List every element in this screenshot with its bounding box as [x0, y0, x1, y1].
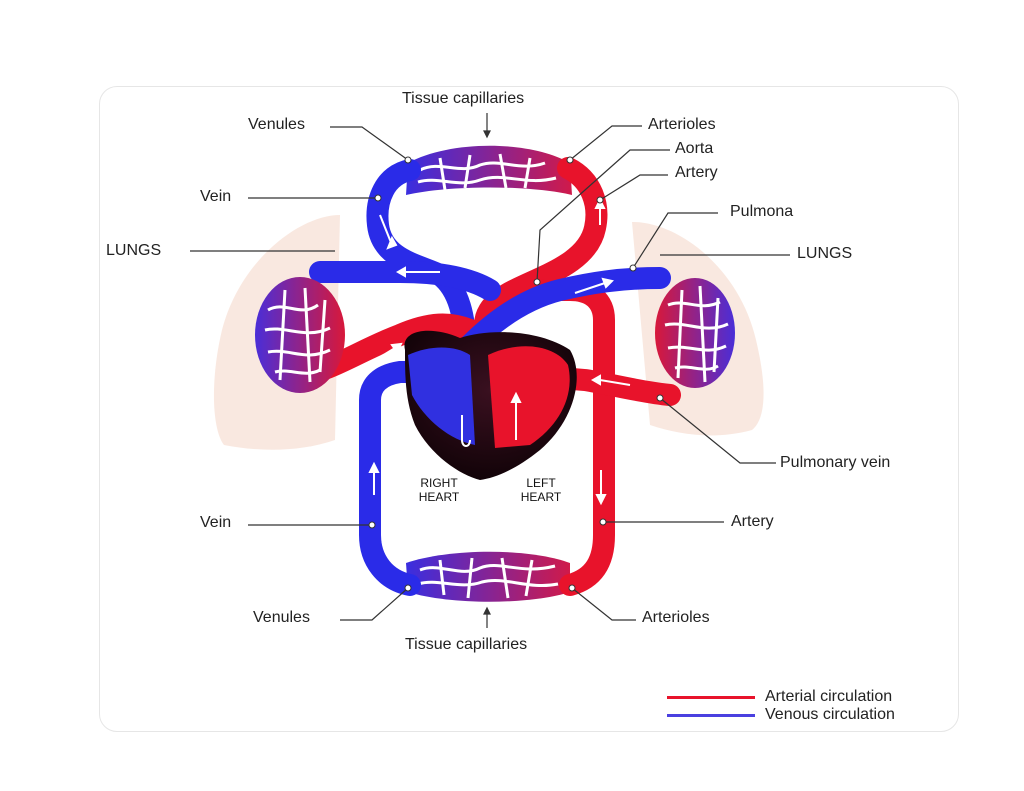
- legend-venous: Venous circulation: [667, 706, 895, 724]
- leader-lines: [190, 113, 790, 628]
- leader-dots: [368, 156, 664, 592]
- left-lung-mesh: [264, 287, 331, 383]
- label-left-heart: LEFT HEART: [512, 476, 570, 504]
- label-vein-top: Vein: [200, 188, 232, 205]
- bottom-capillary-bed: [406, 551, 570, 602]
- label-artery-bottom: Artery: [731, 513, 774, 530]
- top-capillary-mesh: [417, 153, 557, 191]
- legend-venous-label: Venous circulation: [765, 706, 895, 723]
- left-heart-chamber: [488, 346, 570, 448]
- label-tissue-capillaries-bottom: Tissue capillaries: [405, 636, 528, 653]
- label-left-heart-line1: LEFT: [526, 476, 556, 490]
- label-venules-top: Venules: [248, 116, 305, 133]
- label-pulmonary-vein: Pulmonary vein: [780, 454, 891, 471]
- right-heart-chamber: [408, 347, 475, 445]
- legend-venous-swatch: [667, 713, 755, 717]
- top-capillary-bed: [406, 145, 572, 195]
- label-vein-bottom: Vein: [200, 514, 232, 531]
- upper-vein: [366, 159, 476, 356]
- bottom-capillary-mesh: [417, 557, 559, 599]
- legend-arterial-swatch: [667, 695, 755, 699]
- legend-arterial-label: Arterial circulation: [765, 688, 893, 705]
- label-arterioles-bottom: Arterioles: [642, 609, 710, 626]
- pulmonary-artery-to-right-lung: [459, 267, 671, 356]
- label-tissue-capillaries-top: Tissue capillaries: [402, 90, 525, 107]
- label-venules-bottom: Venules: [253, 609, 310, 626]
- right-lung-mesh: [664, 285, 729, 383]
- right-lung-capillaries: [655, 278, 735, 388]
- label-artery-top: Artery: [675, 164, 718, 181]
- label-lungs-right: LUNGS: [797, 245, 853, 262]
- flow-arrows: [368, 197, 631, 506]
- descending-artery: [534, 279, 615, 596]
- lower-vein: [359, 361, 431, 596]
- label-arterioles-top: Arterioles: [648, 116, 716, 133]
- label-right-heart: RIGHT HEART: [410, 476, 468, 504]
- label-pulmonary-artery: Pulmona: [730, 203, 794, 220]
- left-lung-capillaries: [255, 277, 345, 393]
- label-aorta: Aorta: [675, 140, 714, 157]
- label-lungs-left: LUNGS: [106, 242, 162, 259]
- label-right-heart-line2: HEART: [418, 490, 460, 504]
- label-left-heart-line2: HEART: [520, 490, 562, 504]
- legend-arterial: Arterial circulation: [667, 688, 892, 706]
- label-right-heart-line1: RIGHT: [420, 476, 458, 490]
- pulmonary-vein-right-to-heart: [549, 367, 681, 406]
